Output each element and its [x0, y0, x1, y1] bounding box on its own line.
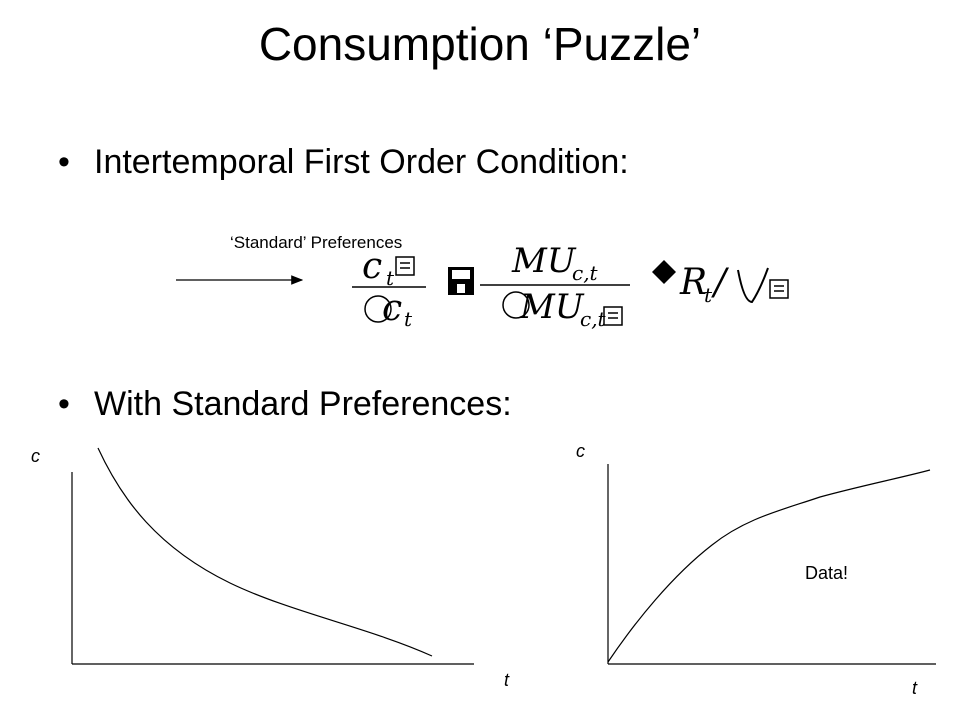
bullet-standard-text: With Standard Preferences: [94, 385, 512, 423]
glyph-diamond-icon [652, 260, 676, 284]
glyph-box-icon [603, 306, 623, 326]
eq-lhs-numerator: c [362, 246, 382, 287]
data-annotation: Data! [805, 563, 849, 583]
bullet-dot: • [58, 385, 70, 423]
eq-slash: / [711, 262, 730, 303]
right-graph-y-label: c [576, 441, 585, 461]
eq-rhs-numerator-sub: c,t [572, 261, 599, 285]
eq-rhs-denominator: MU [519, 287, 585, 327]
glyph-circle-icon [364, 295, 392, 323]
eq-lhs-denominator-sub: t [404, 307, 413, 331]
bullet-dot: • [58, 143, 70, 181]
right-graph [607, 464, 936, 665]
eq-rhs-numerator: MU [511, 241, 577, 281]
glyph-gamma-icon [737, 267, 769, 304]
eq-lhs-numerator-sub: t [386, 266, 395, 290]
left-graph-x-label: t [504, 670, 510, 690]
eq-rhs-denominator-sub: c,t [580, 307, 607, 331]
left-graph-y-label: c [31, 446, 40, 466]
standard-preferences-label: ‘Standard’ Preferences [230, 233, 403, 252]
eq-rate-sub: t [704, 283, 713, 307]
right-graph-curve [607, 469, 931, 663]
euler-equation: c t c t MU c,t MU c,t R t / [352, 241, 789, 331]
glyph-box-icon [395, 256, 415, 276]
eq-lhs-denominator: c [382, 288, 402, 329]
eq-rate: R [679, 262, 707, 303]
left-graph [71, 447, 474, 665]
bullet-foc-text: Intertemporal First Order Condition: [94, 143, 629, 181]
bullet-foc: • Intertemporal First Order Condition: [58, 140, 629, 184]
right-graph-x-label: t [912, 678, 918, 698]
left-graph-curve [97, 447, 433, 657]
glyph-box-icon [769, 279, 789, 299]
glyph-circle-icon [502, 291, 530, 319]
bullet-standard: • With Standard Preferences: [58, 382, 512, 426]
slide-title: Consumption ‘Puzzle’ [258, 18, 702, 70]
